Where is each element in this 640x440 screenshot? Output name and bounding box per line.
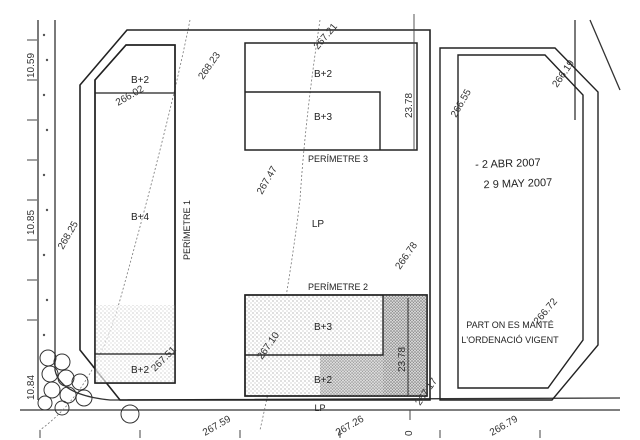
perimeter-2-dense-shading xyxy=(383,295,427,396)
dim-p3-height: 23.78 xyxy=(404,93,415,118)
perimeter-2-inner xyxy=(245,295,384,356)
zone-lp-bottom: LP xyxy=(314,403,325,413)
perimeter-1-label: PERÍMETRE 1 xyxy=(182,200,192,260)
block-label-b2-top: B+3 xyxy=(314,322,333,333)
block-label-b1-bottom: B+2 xyxy=(131,365,150,376)
street-dots xyxy=(42,33,49,337)
elevation-2: 267.21 xyxy=(312,21,340,52)
perimeter-3-building xyxy=(244,42,418,151)
elevation-7: 266.78 xyxy=(393,240,420,272)
elevation-15: 266.02 xyxy=(114,84,146,109)
date-stamp-2: 2 9 MAY 2007 xyxy=(483,177,552,191)
street-outline xyxy=(20,19,621,411)
dim-left-top: 10.59 xyxy=(26,53,37,78)
elevation-13: 267.26 xyxy=(334,414,366,439)
perimeter-3-label: PERÍMETRE 3 xyxy=(308,154,368,164)
elevation-5: 268.25 xyxy=(56,219,81,251)
dim-left-mid: 10.85 xyxy=(26,210,37,235)
dim-p2-height: 23.78 xyxy=(397,347,408,372)
block-label-b3-top: B+2 xyxy=(314,69,333,80)
elevation-1: 268.23 xyxy=(196,50,223,82)
plot-outline xyxy=(79,29,431,401)
street-hatching xyxy=(27,39,541,438)
block-label-b3-bottom: B+3 xyxy=(314,112,333,123)
block-label-b1-top: B+2 xyxy=(131,75,150,86)
elevation-14: 266.79 xyxy=(488,414,520,439)
block-label-b1-mid: B+4 xyxy=(131,212,150,223)
perimeter-1-shading xyxy=(95,305,175,383)
existing-order-note-line2: L'ORDENACIÓ VIGENT xyxy=(461,335,559,345)
existing-order-plot xyxy=(439,47,599,401)
date-stamp-1: - 2 ABR 2007 xyxy=(475,157,541,171)
dim-left-bottom: 10.84 xyxy=(26,375,37,400)
elevation-6: 267.47 xyxy=(255,164,280,196)
dim-bottom-tick: 0 xyxy=(404,430,415,436)
perimeter-3-inner xyxy=(245,91,381,150)
trees xyxy=(37,349,140,424)
perimeter-2-label: PERÍMETRE 2 xyxy=(308,282,368,292)
zone-lp-center: LP xyxy=(312,219,325,230)
elevation-4: 266.55 xyxy=(449,87,474,119)
block-label-b2-bottom: B+2 xyxy=(314,375,333,386)
elevation-12: 267.59 xyxy=(201,414,233,439)
existing-order-note-line1: PART ON ES MANTÉ xyxy=(466,320,554,330)
existing-order-building xyxy=(457,54,584,389)
